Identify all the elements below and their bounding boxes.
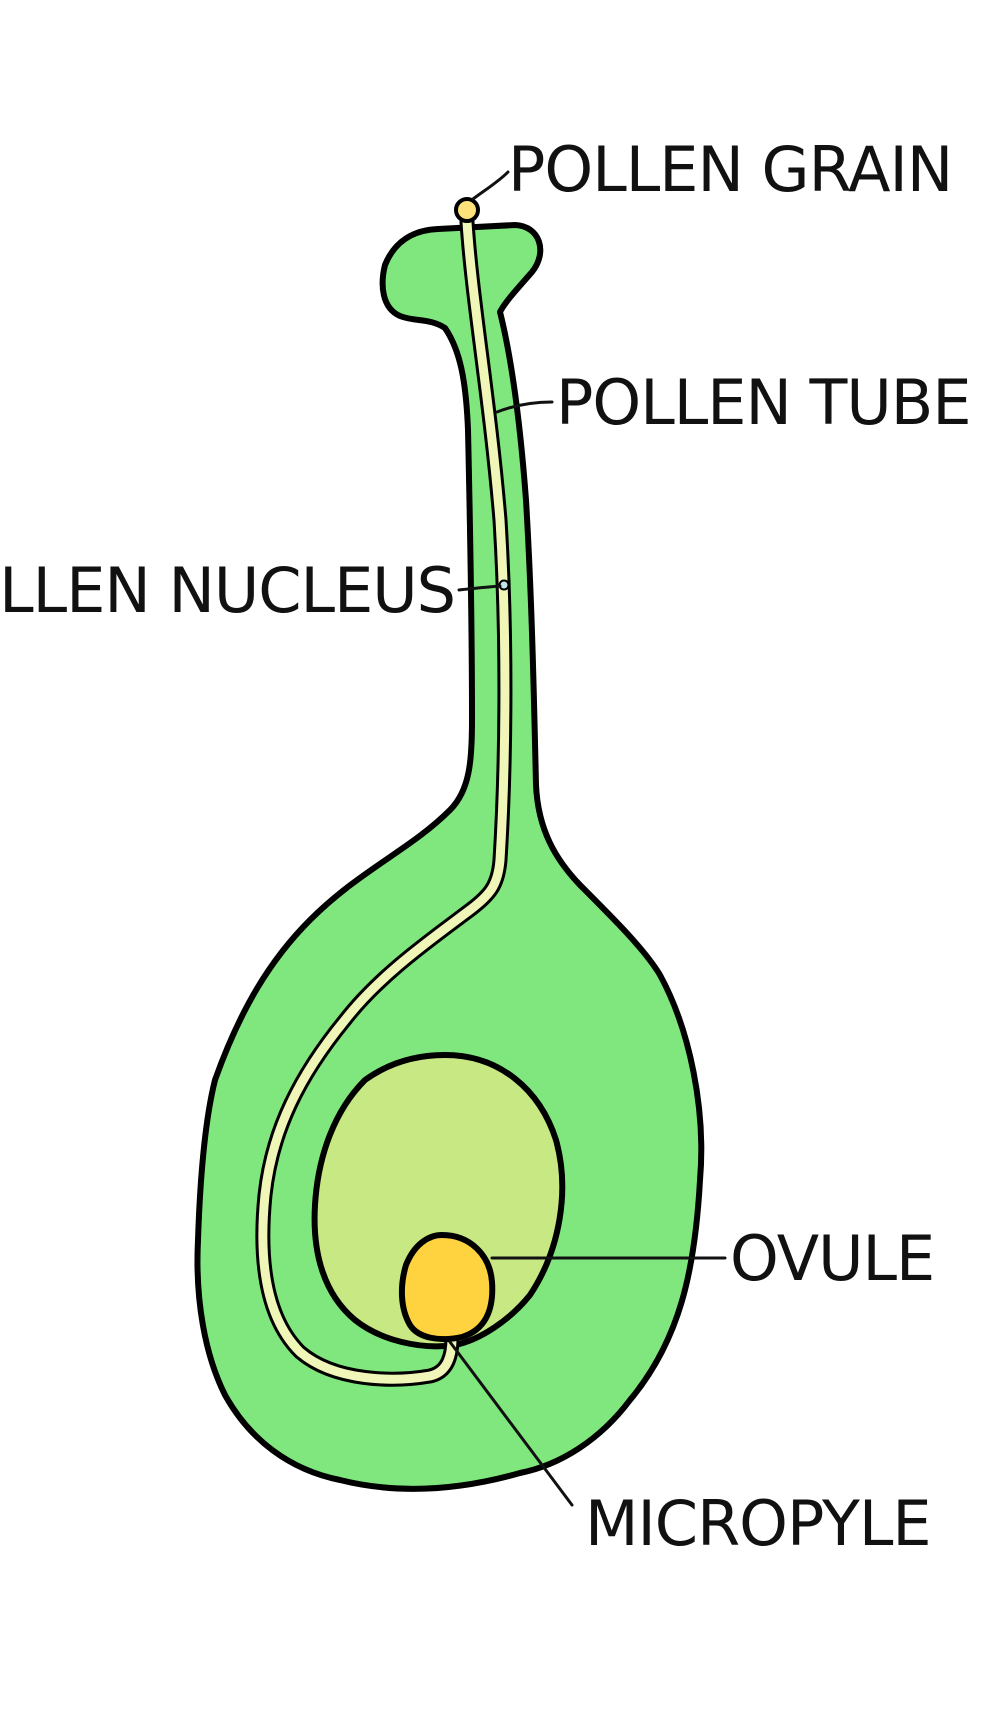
micropyle-label: MICROPYLE xyxy=(585,1487,931,1560)
pollen-nucleus-label: POLLEN NUCLEUS xyxy=(0,554,455,627)
pollen-nucleus-leader xyxy=(457,584,502,592)
pollen-grain-leader xyxy=(471,170,510,201)
ovule xyxy=(398,1232,496,1343)
pollen-tube-leader xyxy=(495,400,554,414)
pollen-grain xyxy=(454,197,480,223)
pollen-tube-label: POLLEN TUBE xyxy=(556,366,971,439)
ovule-label: OVULE xyxy=(730,1222,934,1295)
pollen-grain-label: POLLEN GRAIN xyxy=(508,133,952,206)
ovary-chamber xyxy=(311,1052,566,1350)
micropyle-leader xyxy=(448,1340,574,1507)
pollen-tube xyxy=(258,217,510,1384)
